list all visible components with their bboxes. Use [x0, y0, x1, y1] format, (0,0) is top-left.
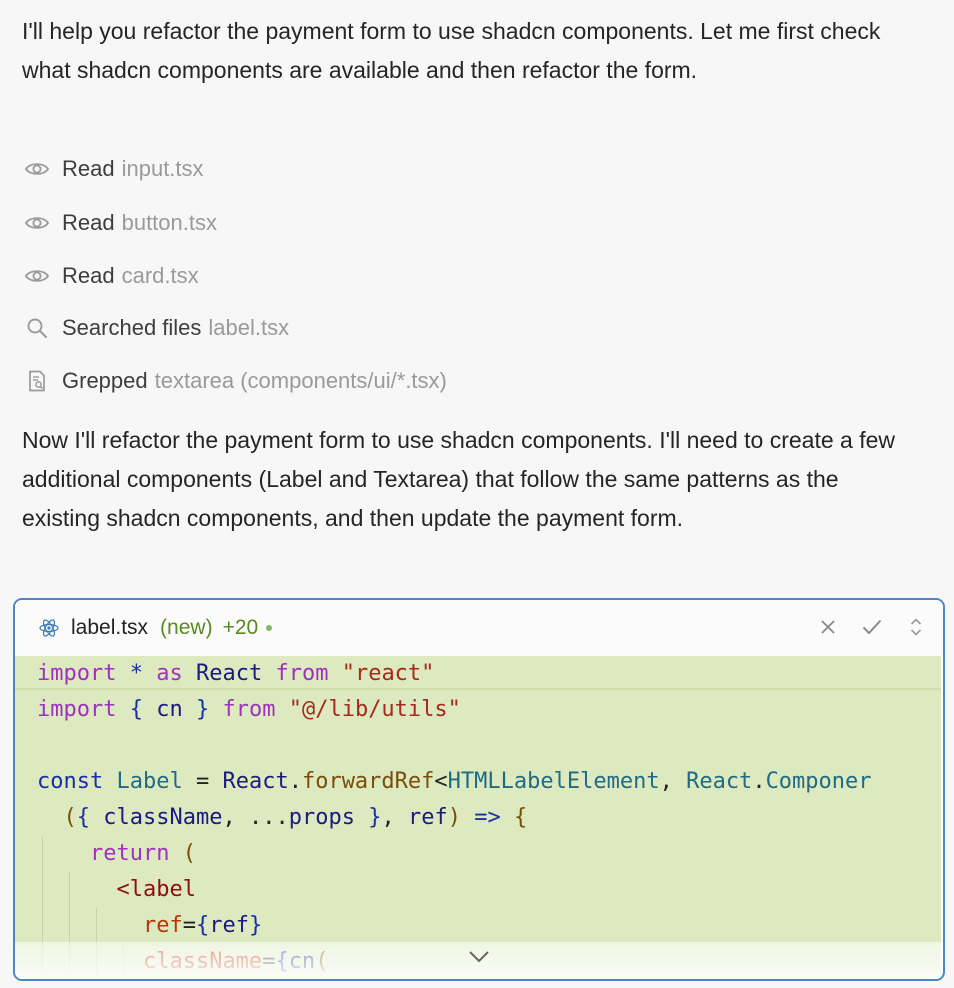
- eye-icon: [24, 156, 50, 182]
- code-line-5: ({ className, ...props }, ref) => {: [63, 805, 528, 830]
- tool-call-target: textarea (components/ui/*.tsx): [154, 368, 447, 393]
- expand-code-button[interactable]: [467, 950, 491, 970]
- accept-button[interactable]: [859, 614, 885, 640]
- react-file-icon: [39, 618, 59, 638]
- chevron-updown-icon: [910, 618, 922, 636]
- code-line-2: import { cn } from "@/lib/utils": [37, 697, 461, 722]
- indent-guide: [42, 836, 43, 979]
- expand-collapse-button[interactable]: [903, 614, 929, 640]
- tool-call-target: button.tsx: [121, 210, 217, 235]
- code-line-6: return (: [89, 841, 196, 866]
- eye-icon: [24, 263, 50, 289]
- code-line-8: ref={ref}: [142, 913, 263, 938]
- tool-call-verb: Read: [62, 210, 115, 235]
- close-icon: [821, 620, 835, 634]
- file-name[interactable]: label.tsx: [71, 616, 149, 639]
- tool-call-target: card.tsx: [121, 263, 199, 288]
- check-icon: [862, 619, 882, 635]
- search-icon: [24, 315, 50, 341]
- tool-call-target: label.tsx: [208, 315, 290, 340]
- tool-call-verb: Read: [62, 263, 115, 288]
- tool-call-verb: Searched files: [62, 315, 202, 340]
- chevron-down-icon: [469, 951, 489, 963]
- file-status-badge: (new): [160, 616, 213, 639]
- tool-call-verb: Read: [62, 156, 115, 181]
- code-diff-header: label.tsx (new) +20: [15, 600, 943, 656]
- assistant-followup-text: Now I'll refactor the payment form to us…: [22, 427, 896, 531]
- tool-call-read-input[interactable]: Read input.tsx: [24, 154, 204, 184]
- tool-call-target: input.tsx: [121, 156, 204, 181]
- tool-call-grep-textarea[interactable]: Grepped textarea (components/ui/*.tsx): [24, 366, 447, 396]
- code-line-4: const Label = React.forwardRef<HTMLLabel…: [37, 769, 872, 794]
- assistant-intro-text: I'll help you refactor the payment form …: [22, 18, 881, 83]
- code-view[interactable]: import * as React from "react" import { …: [15, 656, 941, 979]
- added-lines-count: +20: [222, 616, 259, 639]
- tool-call-search-label[interactable]: Searched files label.tsx: [24, 313, 289, 343]
- tool-call-verb: Grepped: [62, 368, 148, 393]
- tool-call-read-button[interactable]: Read button.tsx: [24, 208, 217, 238]
- reject-button[interactable]: [815, 614, 841, 640]
- code-line-7: <label: [116, 877, 196, 902]
- indent-guide: [69, 872, 70, 979]
- unsaved-dot-icon: [266, 625, 273, 631]
- line-separator: [15, 688, 941, 690]
- tool-call-read-card[interactable]: Read card.tsx: [24, 261, 199, 291]
- code-line-1: import * as React from "react": [37, 661, 435, 686]
- document-search-icon: [24, 368, 50, 394]
- code-diff-card[interactable]: label.tsx (new) +20 import * as React fr…: [13, 598, 945, 981]
- eye-icon: [24, 210, 50, 236]
